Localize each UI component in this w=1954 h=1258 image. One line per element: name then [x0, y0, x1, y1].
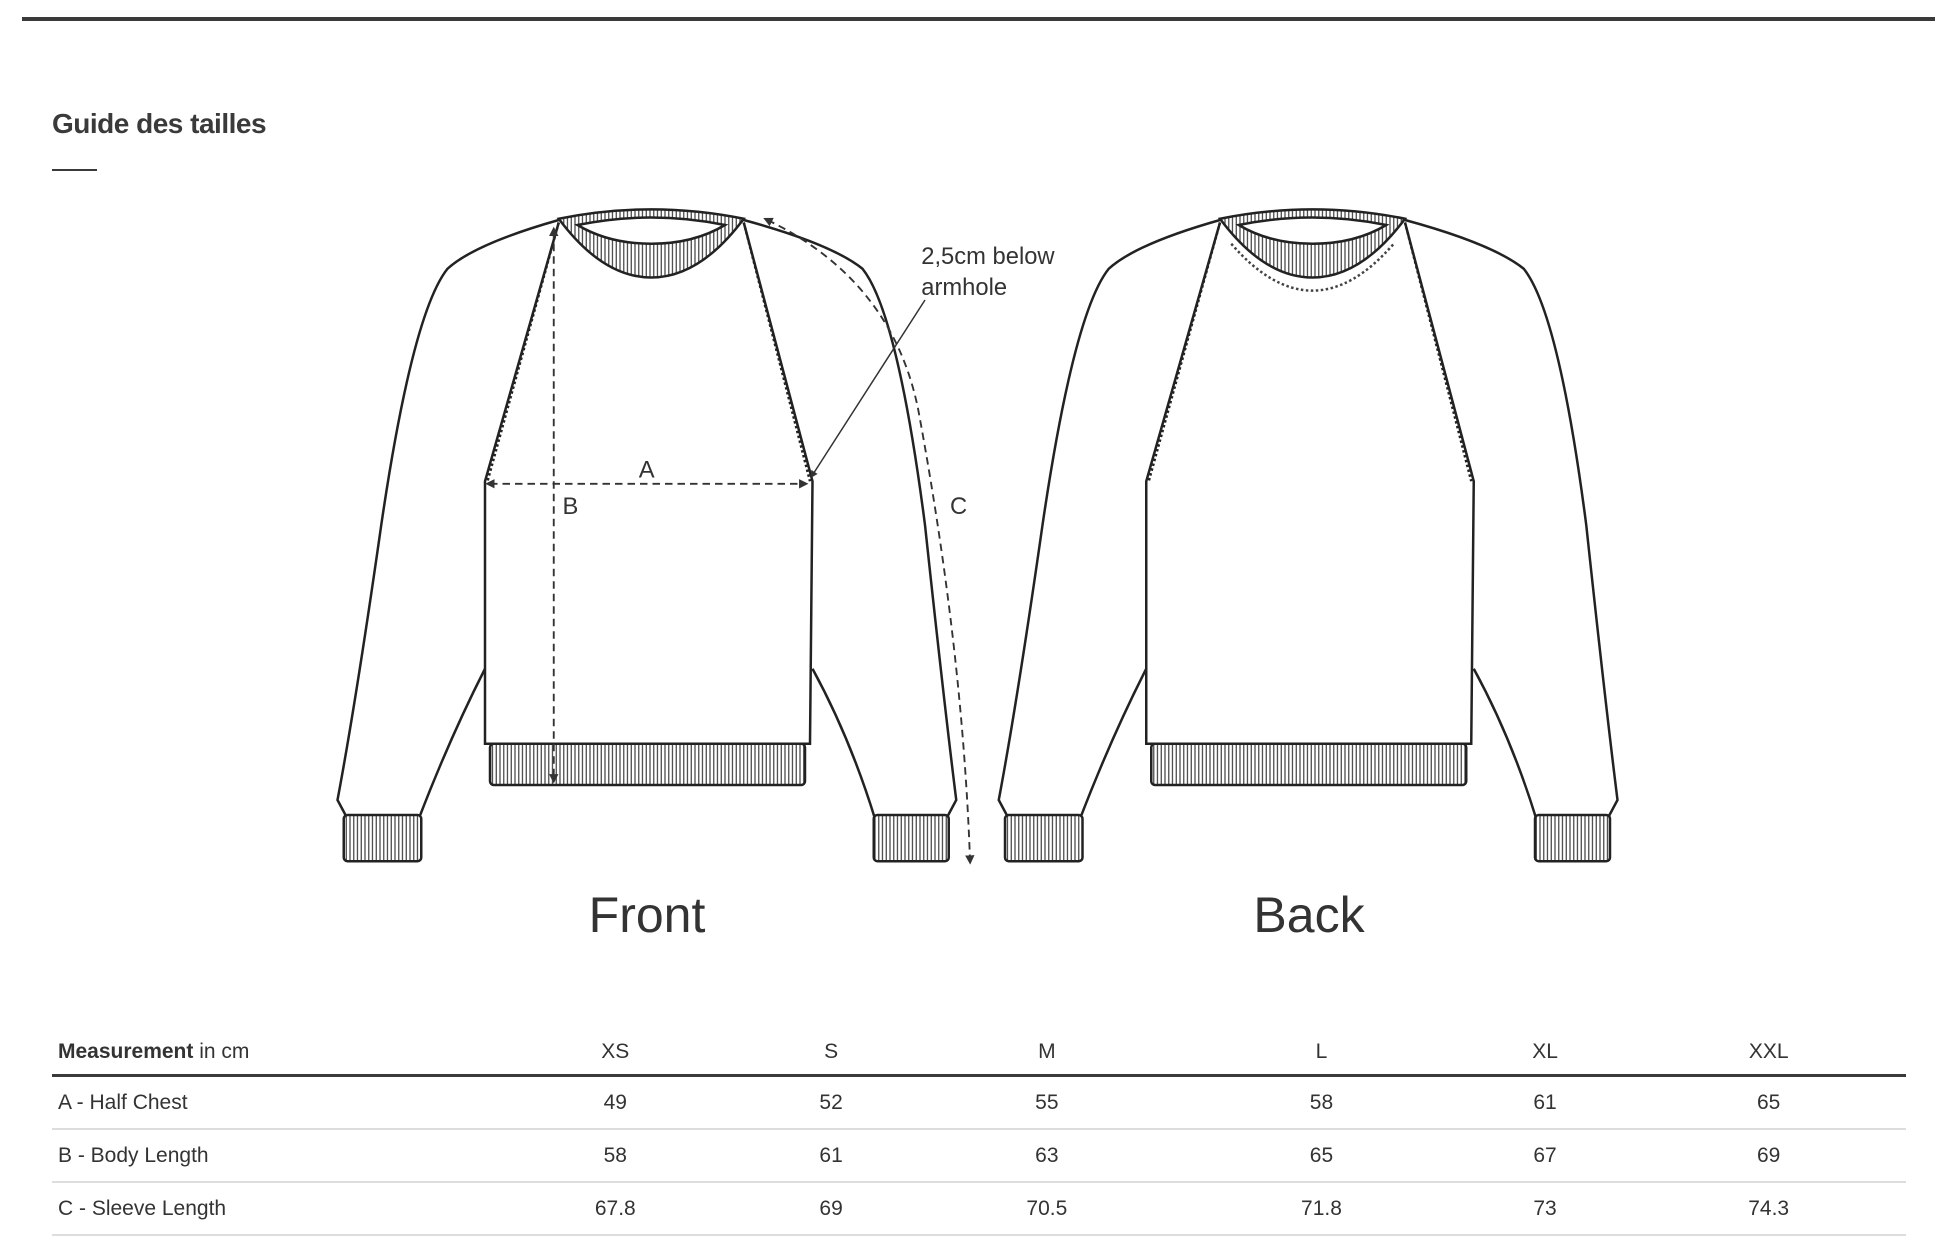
- cell: 70.5: [909, 1182, 1185, 1236]
- size-header: L: [1184, 1030, 1459, 1077]
- back-label: Back: [1253, 887, 1365, 943]
- cell: 52: [752, 1075, 910, 1130]
- front-sweater-drawing: [336, 208, 958, 863]
- row-label: C - Sleeve Length: [52, 1182, 478, 1236]
- table-row: A - Half Chest 49 52 55 58 61 65: [52, 1075, 1906, 1130]
- cell: 71.8: [1184, 1182, 1459, 1236]
- title-underline: [52, 169, 97, 171]
- row-label: B - Body Length: [52, 1129, 478, 1183]
- cell: 67: [1458, 1129, 1632, 1183]
- size-header: XL: [1458, 1030, 1632, 1077]
- cell: 65: [1184, 1129, 1459, 1183]
- cell: 58: [478, 1129, 753, 1183]
- table-row: B - Body Length 58 61 63 65 67 69: [52, 1129, 1906, 1183]
- top-divider: [22, 17, 1935, 21]
- annotation-pointer: [810, 299, 926, 479]
- size-header: XS: [478, 1030, 753, 1077]
- cell: 55: [909, 1075, 1185, 1130]
- measurement-label: Measurement: [58, 1040, 194, 1063]
- cell: 63: [909, 1129, 1185, 1183]
- label-a: A: [639, 457, 655, 484]
- unit-label: in cm: [193, 1040, 250, 1063]
- table-header-row: Measurement in cm XS S M L XL XXL: [52, 1030, 1906, 1077]
- table-row: C - Sleeve Length 67.8 69 70.5 71.8 73 7…: [52, 1182, 1906, 1236]
- cell: 49: [478, 1075, 753, 1130]
- cell: 67.8: [478, 1182, 753, 1236]
- measurement-header: Measurement in cm: [52, 1030, 478, 1077]
- cell: 61: [752, 1129, 910, 1183]
- size-table: Measurement in cm XS S M L XL XXL A - Ha…: [52, 1030, 1906, 1236]
- annotation-line1: 2,5cm below: [921, 243, 1055, 270]
- page-title: Guide des tailles: [52, 108, 267, 139]
- annotation-line2: armhole: [921, 274, 1007, 301]
- cell: 61: [1458, 1075, 1632, 1130]
- cell: 73: [1458, 1182, 1632, 1236]
- size-header: XXL: [1631, 1030, 1906, 1077]
- size-header: M: [909, 1030, 1185, 1077]
- size-header: S: [752, 1030, 910, 1077]
- cell: 69: [752, 1182, 910, 1236]
- label-c: C: [950, 493, 967, 520]
- cell: 69: [1631, 1129, 1906, 1183]
- cell: 65: [1631, 1075, 1906, 1130]
- cell: 58: [1184, 1075, 1459, 1130]
- front-label: Front: [588, 887, 706, 943]
- cell: 74.3: [1631, 1182, 1906, 1236]
- row-label: A - Half Chest: [52, 1075, 478, 1130]
- back-sweater-drawing: [997, 208, 1619, 863]
- label-b: B: [563, 493, 579, 520]
